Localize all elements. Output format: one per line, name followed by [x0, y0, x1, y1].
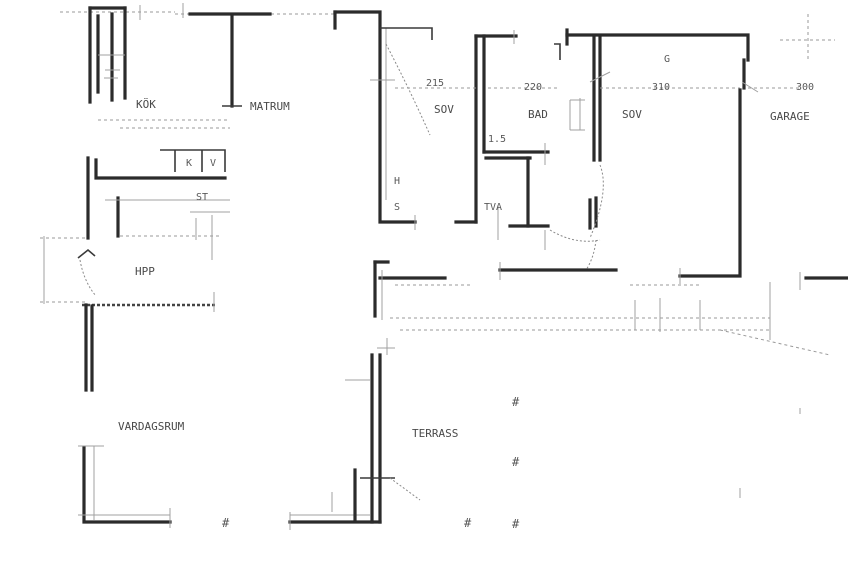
- room-label-sov-1: SOV: [434, 103, 454, 116]
- room-label-hpp: HPP: [135, 265, 155, 278]
- dimension-220: 220: [524, 82, 542, 93]
- kitchen-walls: [88, 6, 272, 129]
- living-room-walls: [78, 303, 382, 530]
- bedroom-garage-walls: [498, 28, 759, 284]
- room-label-g: G: [664, 54, 670, 65]
- dimension-300: 300: [796, 82, 814, 93]
- right-edge-lines: [760, 14, 848, 340]
- room-label-tva: TVA: [484, 202, 502, 213]
- dimension-215: 215: [426, 78, 444, 89]
- top-left-faint-lines: [60, 3, 335, 20]
- hash-mark: #: [464, 516, 472, 530]
- hall-walls: [333, 10, 447, 320]
- hpp-area: [40, 236, 216, 312]
- hash-mark: #: [512, 455, 520, 469]
- hash-mark: #: [222, 516, 230, 530]
- room-label-h: H: [394, 176, 400, 187]
- terrace-wall-column: [331, 338, 421, 524]
- room-label-terrass: TERRASS: [412, 427, 458, 440]
- room-label-garage: GARAGE: [770, 110, 810, 123]
- storage-walls: [86, 149, 230, 260]
- room-label-s: S: [394, 202, 400, 213]
- room-labels: KÖK MATRUM SOV BAD SOV GARAGE 215 220 31…: [118, 54, 814, 440]
- room-label-kok: KÖK: [136, 98, 156, 111]
- room-label-sov-2: SOV: [622, 108, 642, 121]
- room-label-vardagsrum: VARDAGSRUM: [118, 420, 185, 433]
- room-label-st: ST: [196, 192, 208, 203]
- dimension-1-5: 1.5: [488, 134, 506, 145]
- dimension-310: 310: [652, 82, 670, 93]
- room-label-matrum: MATRUM: [250, 100, 290, 113]
- hash-mark: #: [512, 517, 520, 531]
- bathroom-walls: [454, 30, 585, 250]
- hash-marks: # # # # #: [222, 395, 520, 531]
- room-label-bad: BAD: [528, 108, 548, 121]
- terrace-faint-lines: [390, 284, 831, 498]
- room-label-v: V: [210, 158, 216, 169]
- room-label-k: K: [186, 158, 192, 169]
- hash-mark: #: [512, 395, 520, 409]
